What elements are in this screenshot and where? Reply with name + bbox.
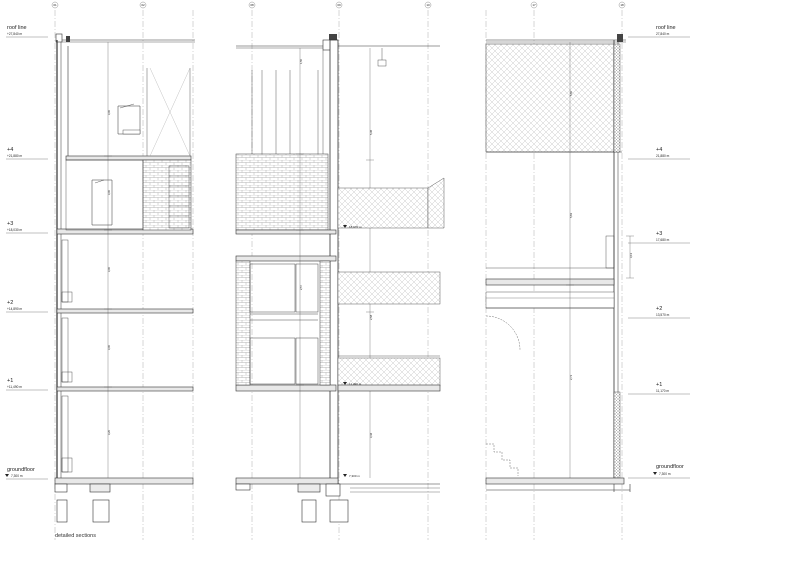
svg-text:2,57: 2,57 <box>299 284 303 290</box>
svg-text:3,00: 3,00 <box>107 189 111 195</box>
level-name: +3 <box>656 231 662 237</box>
level-value: 7,300 m <box>11 474 23 478</box>
level-name: groundfloor <box>7 467 35 473</box>
grid-label: 01 <box>53 3 57 7</box>
svg-text:3,00: 3,00 <box>107 109 111 115</box>
level-value: 17,680 m <box>656 238 670 242</box>
svg-text:2,58: 2,58 <box>369 314 373 320</box>
svg-text:1,50: 1,50 <box>299 58 303 64</box>
grid-label: 17 <box>532 3 536 7</box>
grid-label: 18 <box>620 3 624 7</box>
grid-bubbles: 01 02 08 09 10 17 18 <box>51 1 626 9</box>
svg-text:2,73: 2,73 <box>569 374 573 380</box>
level-value: +21,880 m <box>7 154 22 158</box>
level-name: roof line <box>656 25 676 31</box>
svg-text:5,60: 5,60 <box>569 90 573 96</box>
level-value: 13,570 m <box>656 313 670 317</box>
svg-text:3,44: 3,44 <box>369 432 373 438</box>
right-level-markers: roof line 27,840 m +4 21,880 m +3 17,680… <box>628 25 690 479</box>
left-level-markers: roof line +27,840 m +4 +21,880 m +3 +18,… <box>5 25 48 480</box>
level-name: +2 <box>656 306 662 312</box>
svg-text:5,36: 5,36 <box>369 129 373 135</box>
grid-label: 09 <box>337 3 341 7</box>
level-value: 11,170 m <box>656 389 669 393</box>
level-value: +27,840 m <box>7 32 22 36</box>
inline-level: 11,490 m <box>349 382 362 386</box>
level-value: 7,300 m <box>659 472 671 476</box>
grid-label: 10 <box>426 3 430 7</box>
svg-text:3,13: 3,13 <box>629 252 633 258</box>
level-value: +11,490 m <box>7 385 22 389</box>
level-name: +1 <box>656 382 662 388</box>
level-name: roof line <box>7 25 27 31</box>
level-name: +1 <box>7 378 13 384</box>
svg-text:5,63: 5,63 <box>569 212 573 218</box>
section-c <box>485 34 634 492</box>
level-name: groundfloor <box>656 464 684 470</box>
svg-text:3,20: 3,20 <box>107 429 111 435</box>
level-value: +14,890 m <box>7 307 22 311</box>
level-name: +4 <box>656 147 662 153</box>
level-name: +4 <box>7 147 13 153</box>
svg-text:3,00: 3,00 <box>107 266 111 272</box>
grid-label: 02 <box>141 3 145 7</box>
level-value: +18,030 m <box>7 228 22 232</box>
drawing-caption: detailed sections <box>55 533 96 539</box>
section-a <box>54 33 195 523</box>
level-name: +3 <box>7 221 13 227</box>
inline-level: 18,970 m <box>349 225 362 229</box>
dimension-texts: 3,00 3,00 3,00 3,00 3,20 1,50 2,57 5,36 … <box>107 58 633 438</box>
level-value: 21,880 m <box>656 154 670 158</box>
section-b: 18,970 m 11,490 m 7,300 m <box>235 34 445 523</box>
grid-label: 08 <box>250 3 254 7</box>
level-value: 27,840 m <box>656 32 670 36</box>
svg-text:3,00: 3,00 <box>107 344 111 350</box>
level-name: +2 <box>7 300 13 306</box>
inline-level: 7,300 m <box>349 474 360 478</box>
